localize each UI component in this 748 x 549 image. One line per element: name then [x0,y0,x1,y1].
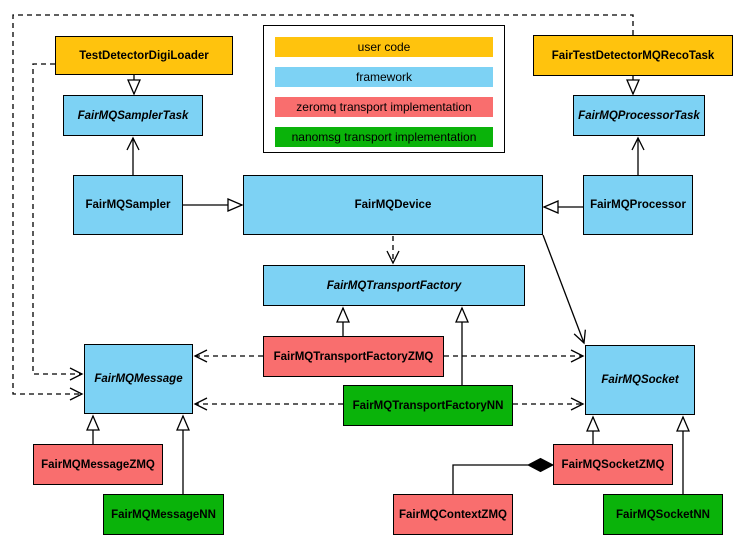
node-fairmqprocessortask: FairMQProcessorTask [573,95,705,136]
node-fairmqmessagenn: FairMQMessageNN [103,494,224,535]
node-fairmqtransportfactorynn: FairMQTransportFactoryNN [343,385,513,426]
node-fairtestdetectormqrecotask: FairTestDetectorMQRecoTask [533,35,733,76]
legend: user code framework zeromq transport imp… [263,25,505,153]
edge-dep-fairtestdetectormqrecotask-fairmqmessage [12,14,634,401]
legend-item-nanomsg: nanomsg transport implementation [275,127,493,147]
node-fairmqprocessor: FairMQProcessor [583,175,693,235]
node-fairmqdevice: FairMQDevice [243,175,543,235]
legend-item-framework: framework [275,67,493,87]
node-fairmqtransportfactoryzmq: FairMQTransportFactoryZMQ [263,336,444,377]
composition-diamond [526,457,555,473]
legend-item-zeromq: zeromq transport implementation [275,97,493,117]
node-fairmqsocketnn: FairMQSocketNN [603,494,723,535]
node-fairmqsamplertask: FairMQSamplerTask [63,95,203,136]
edge-dep-testdetectordigiloader-fairmqmessage [32,63,84,381]
edge-comp-fairmqsocketzmq-fairmqcontextzmq [452,464,528,494]
node-testdetectordigiloader: TestDetectorDigiLoader [55,36,233,75]
node-fairmqtransportfactory: FairMQTransportFactory [263,265,525,306]
node-fairmqsampler: FairMQSampler [73,175,183,235]
legend-item-user-code: user code [275,37,493,57]
node-fairmqcontextzmq: FairMQContextZMQ [393,494,513,535]
node-fairmqmessagezmq: FairMQMessageZMQ [33,444,163,485]
node-fairmqsocket: FairMQSocket [585,345,695,415]
edge-assoc-fairmqdevice-fairmqsocket [542,234,586,345]
node-fairmqsocketzmq: FairMQSocketZMQ [553,444,673,485]
node-fairmqmessage: FairMQMessage [84,344,193,414]
